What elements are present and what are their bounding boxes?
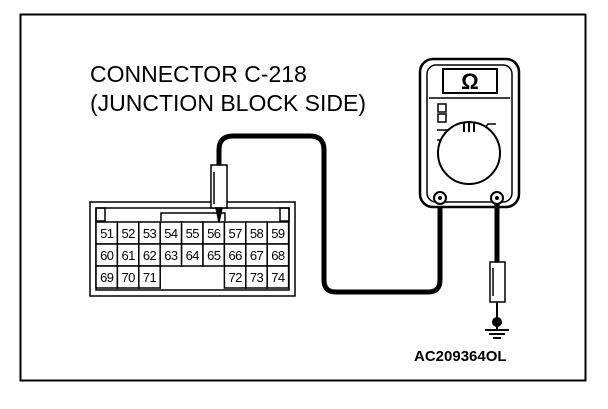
pin-label-53: 53 <box>143 226 157 241</box>
figure-code: AC209364OL <box>414 348 507 365</box>
connector-subtitle: (JUNCTION BLOCK SIDE) <box>90 90 366 116</box>
pin-label-71: 71 <box>143 270 157 285</box>
pin-label-74: 74 <box>271 270 285 285</box>
pin-label-58: 58 <box>250 226 264 241</box>
pin-label-62: 62 <box>143 248 157 263</box>
pin-label-55: 55 <box>186 226 200 241</box>
pin-label-57: 57 <box>228 226 242 241</box>
pin-label-64: 64 <box>186 248 200 263</box>
pin-label-69: 69 <box>100 270 114 285</box>
ground-symbol <box>485 317 509 339</box>
pin-label-70: 70 <box>121 270 135 285</box>
pin-cell-71 <box>138 265 161 289</box>
pin-label-66: 66 <box>228 248 242 263</box>
meter-display <box>442 68 498 94</box>
pin-label-73: 73 <box>250 270 264 285</box>
pin-label-61: 61 <box>121 248 135 263</box>
pin-label-51: 51 <box>100 226 114 241</box>
connector-title: CONNECTOR C-218 <box>90 61 307 87</box>
pin-label-67: 67 <box>250 248 264 263</box>
connector-pin-grid: 51 52 53 54 55 56 57 58 59 60 61 62 63 64 65 66 67 68 69 70… <box>95 221 290 289</box>
pin-label-65: 65 <box>207 248 221 263</box>
pin-label-56: 56 <box>207 226 221 241</box>
ground-probe <box>489 261 506 318</box>
pin-label-60: 60 <box>100 248 114 263</box>
ohm-symbol: Ω <box>461 69 479 94</box>
pin-label-72: 72 <box>228 270 242 285</box>
pin-label-59: 59 <box>271 226 285 241</box>
pin-label-52: 52 <box>121 226 135 241</box>
pin-cell-74 <box>266 265 290 289</box>
ohmmeter: Ω <box>418 57 521 209</box>
pin-label-68: 68 <box>271 248 285 263</box>
pin-label-63: 63 <box>164 248 178 263</box>
pin-label-54: 54 <box>164 226 178 241</box>
connector-probe <box>210 164 228 223</box>
diagram-border <box>19 13 587 382</box>
test-lead-wire <box>216 133 443 295</box>
